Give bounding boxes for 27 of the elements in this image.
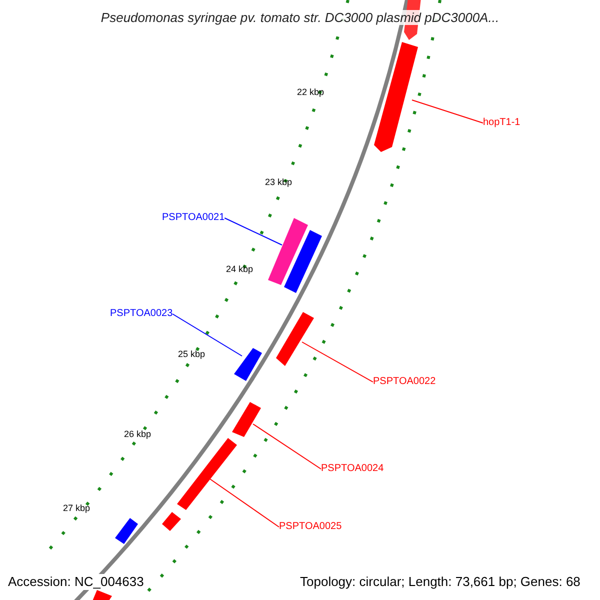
- gene-segment: [276, 312, 314, 366]
- scale-label: 22 kbp: [297, 86, 324, 98]
- leader-line: [412, 100, 484, 124]
- leader-line: [224, 218, 282, 246]
- scale-label: 25 kbp: [178, 348, 206, 360]
- gene-segment: [177, 438, 237, 510]
- gene-label: PSPTOA0024: [321, 463, 384, 475]
- gene-label: PSPTOA0025: [279, 521, 342, 533]
- scale-label: 24 kbp: [226, 263, 254, 275]
- leader-line: [252, 424, 322, 470]
- info-text: Accession: NC_004633: [8, 574, 144, 590]
- leader-line: [210, 478, 280, 528]
- title: Pseudomonas syringae pv. tomato str. DC3000 plasmid pDC3000A...: [100, 10, 500, 25]
- gene-label: hopT1-1: [483, 117, 520, 129]
- gene-label: PSPTOA0022: [373, 376, 436, 388]
- leader-line: [172, 314, 242, 356]
- gene-segment: [232, 402, 261, 437]
- scale-label: 23 kbp: [265, 176, 292, 188]
- scale-label: 27 kbp: [63, 502, 90, 514]
- gene-label: PSPTOA0021: [162, 212, 225, 224]
- gene-segment: [268, 218, 308, 285]
- gene-segment: [234, 348, 262, 381]
- scale-label: 26 kbp: [124, 428, 152, 440]
- gene-label: PSPTOA0023: [110, 308, 173, 320]
- gene-segment: [374, 42, 418, 152]
- leader-line: [302, 342, 374, 382]
- info-text: Topology: circular; Length: 73,661 bp; Genes: 68: [300, 574, 580, 590]
